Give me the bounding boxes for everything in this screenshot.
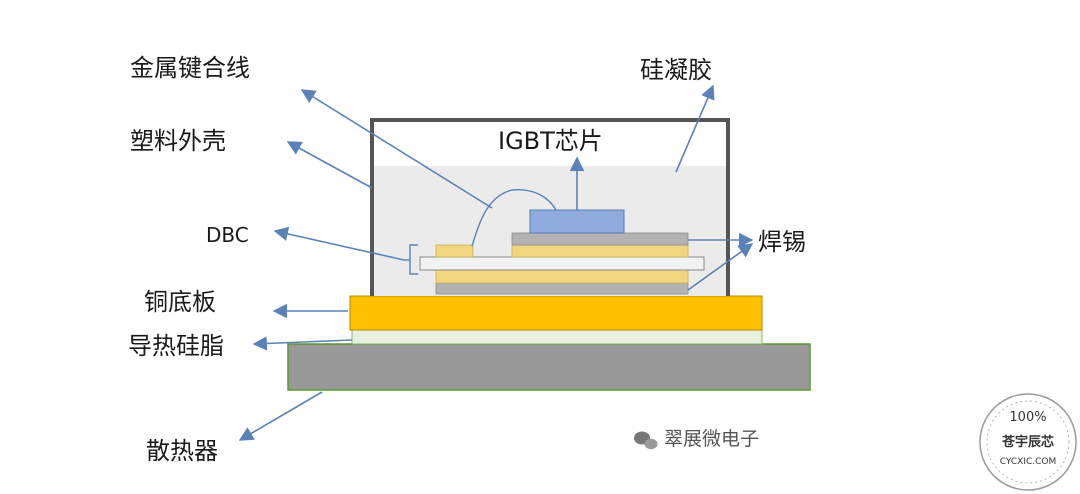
label-igbt-chip: IGBT芯片 [498,127,603,155]
badge-url: CYCXIC.COM [1000,457,1057,467]
dbc-bracket [404,244,418,275]
watermark-text: 翠展微电子 [664,428,759,450]
badge-name: 苍宇辰芯 [1001,434,1054,450]
igbt-chip-block [529,209,625,234]
label-copper-base: 铜底板 [144,288,216,316]
label-gel: 硅凝胶 [640,56,712,84]
label-heatsink: 散热器 [146,437,218,465]
badge-percent: 100% [1009,410,1046,425]
label-thermal-grease: 导热硅脂 [128,332,224,360]
watermark: 翠展微电子 [634,428,759,450]
copper-base-plate [349,295,763,331]
label-solder: 焊锡 [758,228,806,256]
arrow-bond-wire [300,89,493,209]
arrow-thermal-grease [252,336,353,351]
label-housing: 塑料外壳 [130,127,226,155]
arrow-gel [675,84,715,173]
arrow-solder-lower [687,243,754,291]
chip-solder-layer [511,232,689,246]
wechat-logo-icon [634,431,658,450]
bond-wire [471,189,557,247]
arrow-heatsink [238,391,323,441]
label-dbc: DBC [206,223,249,247]
arrow-dbc [273,226,405,261]
label-bond-wire: 金属键合线 [130,54,250,82]
dbc-bottom-layer [435,282,689,295]
dbc-top-pad-left [435,244,474,258]
dbc-ceramic-layer [419,256,705,271]
dbc-top-copper [511,244,689,258]
dbc-lower-solder [435,269,689,284]
thermal-grease-layer [351,329,763,345]
site-badge: 100% 苍宇辰芯 CYCXIC.COM [979,393,1077,491]
arrow-housing [286,141,373,189]
heatsink-block [287,343,811,391]
plastic-housing [370,118,730,296]
